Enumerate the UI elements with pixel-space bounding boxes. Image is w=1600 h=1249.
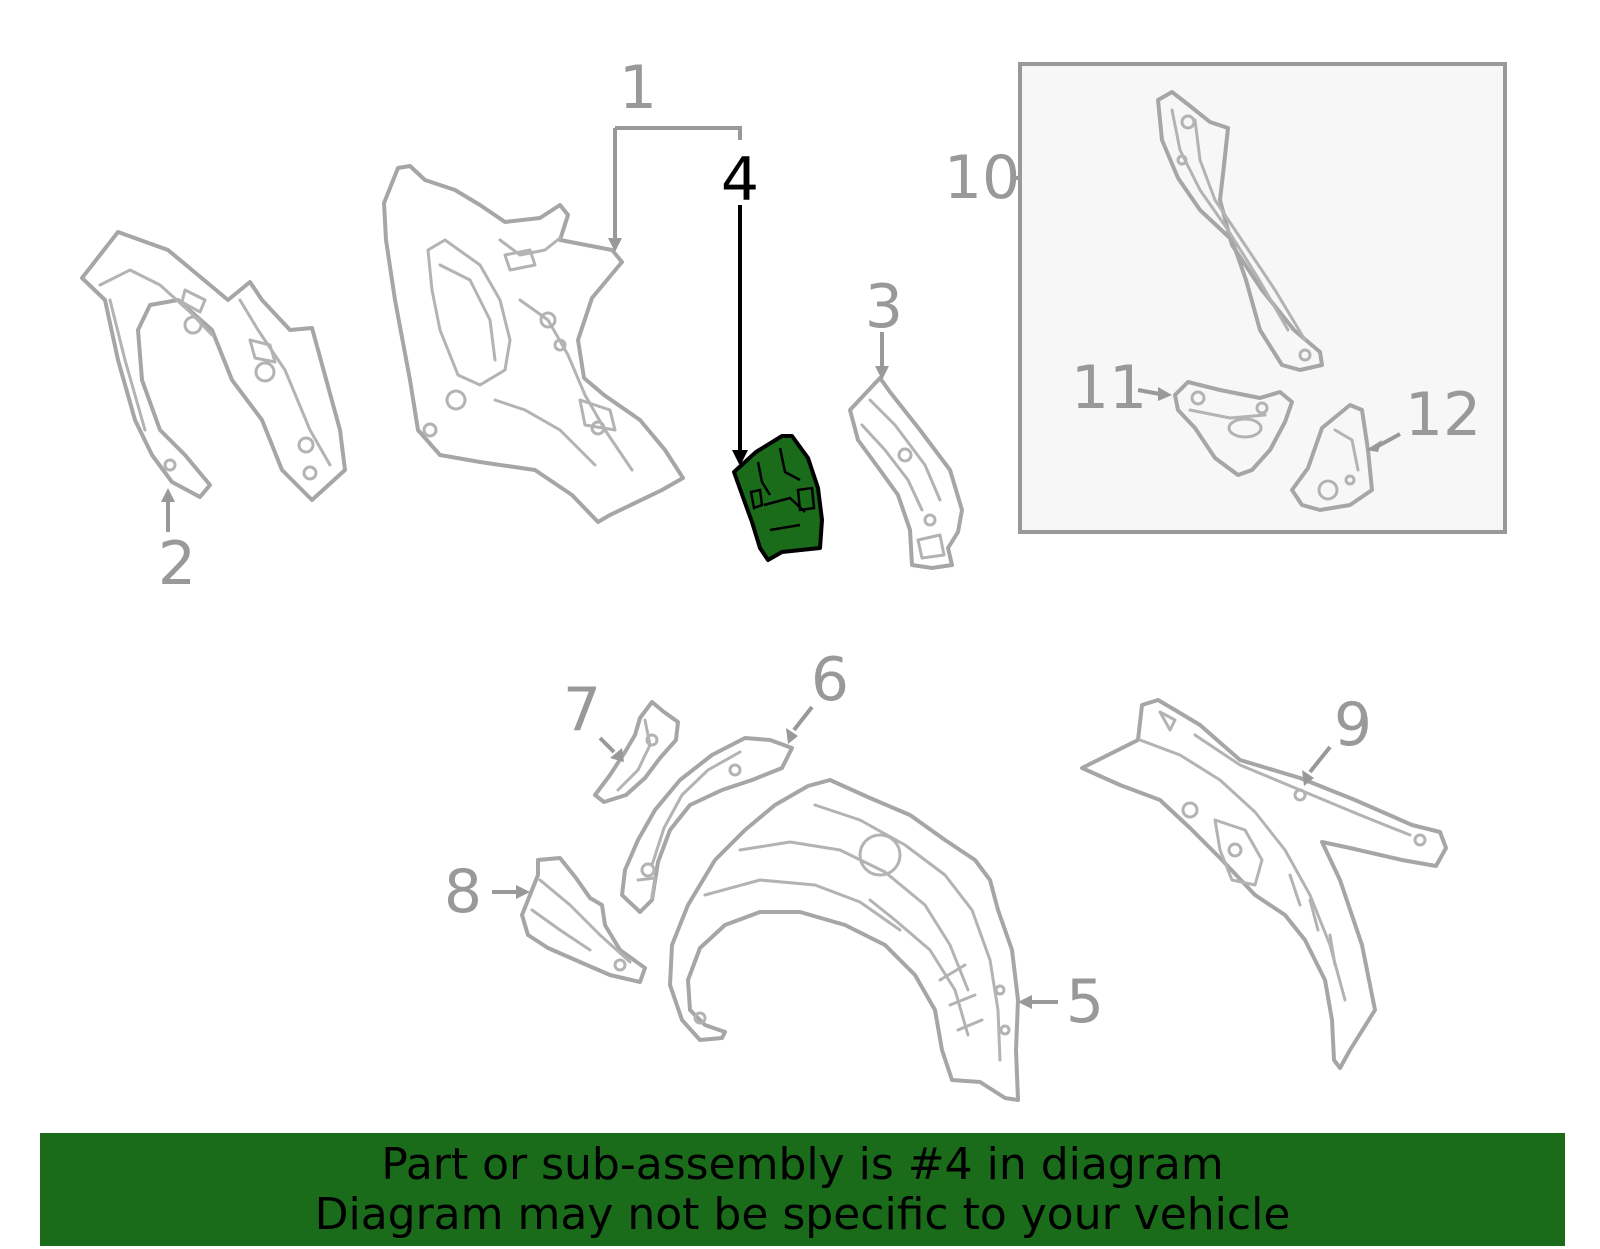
callout-7: 7 [563,675,601,745]
callout-3: 3 [865,272,903,342]
part-12[interactable] [1290,403,1374,512]
arrowhead-7 [610,748,624,762]
part-1[interactable] [382,164,685,524]
callout-5: 5 [1066,967,1104,1037]
arrowhead-5 [1018,995,1032,1009]
callout-6: 6 [811,645,849,715]
callout-8: 8 [444,857,482,927]
arrowhead-8 [516,885,530,899]
callout-10: 10 [944,143,1020,213]
leader-1 [613,126,742,240]
leader-7 [598,736,616,754]
inset-box [1018,62,1507,534]
arrowhead-11 [1158,387,1172,401]
part-5[interactable] [668,778,1020,1102]
callout-12: 12 [1405,380,1481,450]
part-11[interactable] [1173,380,1294,477]
arrowhead-12 [1366,440,1382,452]
callout-1: 1 [619,53,657,123]
part-3[interactable] [848,376,964,570]
arrowhead-1 [608,238,622,252]
callout-4: 4 [721,145,759,215]
leader-11 [1137,388,1161,396]
callout-2: 2 [158,529,196,599]
callout-9: 9 [1334,690,1372,760]
leader-12 [1377,432,1401,448]
banner-line-2: Diagram may not be specific to your vehi… [314,1188,1291,1240]
callout-11: 11 [1071,353,1147,423]
leader-lines [161,126,1401,1009]
arrowhead-9 [1302,770,1314,786]
arrowhead-2 [161,488,175,502]
part-8[interactable] [520,856,647,984]
part-9[interactable] [1080,698,1448,1070]
arrowhead-6 [786,728,798,744]
part-4-highlighted[interactable] [732,434,824,562]
banner-line-1: Part or sub-assembly is #4 in diagram [381,1138,1224,1190]
leader-9 [1308,745,1332,774]
part-2[interactable] [80,230,347,502]
part-10[interactable] [1156,90,1324,372]
info-banner: Part or sub-assembly is #4 in diagram Di… [40,1133,1565,1246]
part-7[interactable] [593,700,680,804]
leader-6 [792,705,814,732]
part-6[interactable] [620,736,794,914]
arrowhead-3 [875,366,889,380]
arrowhead-4 [732,450,748,466]
